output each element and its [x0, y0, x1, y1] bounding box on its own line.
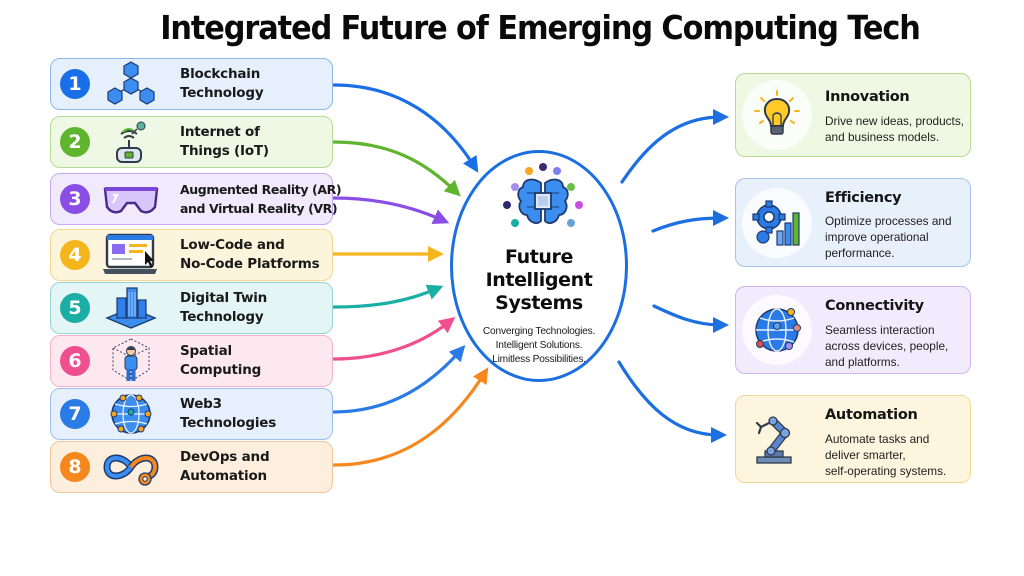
- number-badge: 2: [60, 127, 90, 157]
- number-badge: 4: [60, 240, 90, 270]
- arrow-5: [332, 284, 444, 309]
- arrow-2: [332, 140, 461, 197]
- number-badge: 5: [60, 293, 90, 323]
- digital-city-icon: [105, 287, 157, 329]
- arrow-out-1: [620, 109, 729, 184]
- outcome-title: Innovation: [825, 89, 910, 105]
- arrow-out-4: [617, 360, 727, 443]
- laptop-cursor-icon: [103, 233, 157, 274]
- tech-item-ar-vr: 3 Augmented Reality (AR)and Virtual Real…: [50, 173, 342, 225]
- vr-headset-icon: [103, 187, 159, 214]
- lightbulb-icon: [754, 90, 800, 135]
- arrow-out-2: [651, 210, 729, 233]
- outcome-title: Efficiency: [825, 190, 902, 206]
- infinity-gear-icon: [103, 454, 159, 486]
- arrow-7: [332, 345, 466, 414]
- arrow-1: [332, 83, 479, 173]
- outcome-title: Connectivity: [825, 298, 924, 314]
- network-globe-icon: [110, 394, 152, 434]
- arrow-out-3: [652, 304, 729, 333]
- arrow-6: [332, 317, 456, 361]
- hub-subtitle: Converging Technologies.Intelligent Solu…: [482, 326, 596, 365]
- tech-label: Augmented Reality (AR)and Virtual Realit…: [180, 182, 342, 216]
- robot-arm-icon: [755, 416, 792, 464]
- gear-chart-icon: [752, 199, 800, 246]
- number-badge: 1: [60, 69, 90, 99]
- page-title: Integrated Future of Emerging Computing …: [160, 8, 921, 47]
- iot-router-icon: [116, 121, 146, 163]
- number-badge: 7: [60, 399, 90, 429]
- person-in-cube-icon: [112, 338, 150, 382]
- blockchain-cubes-icon: [107, 61, 155, 105]
- outcome-innovation: Innovation Drive new ideas, products,and…: [735, 73, 971, 157]
- outcome-description: Drive new ideas, products,and business m…: [825, 114, 965, 144]
- outcome-title: Automation: [825, 407, 918, 423]
- number-badge: 6: [60, 346, 90, 376]
- number-badge: 3: [60, 184, 90, 214]
- arrow-3: [332, 196, 450, 225]
- connected-globe-icon: [755, 308, 801, 352]
- number-badge: 8: [60, 452, 90, 482]
- brain-chip-icon: [503, 163, 583, 227]
- arrow-8: [332, 367, 489, 467]
